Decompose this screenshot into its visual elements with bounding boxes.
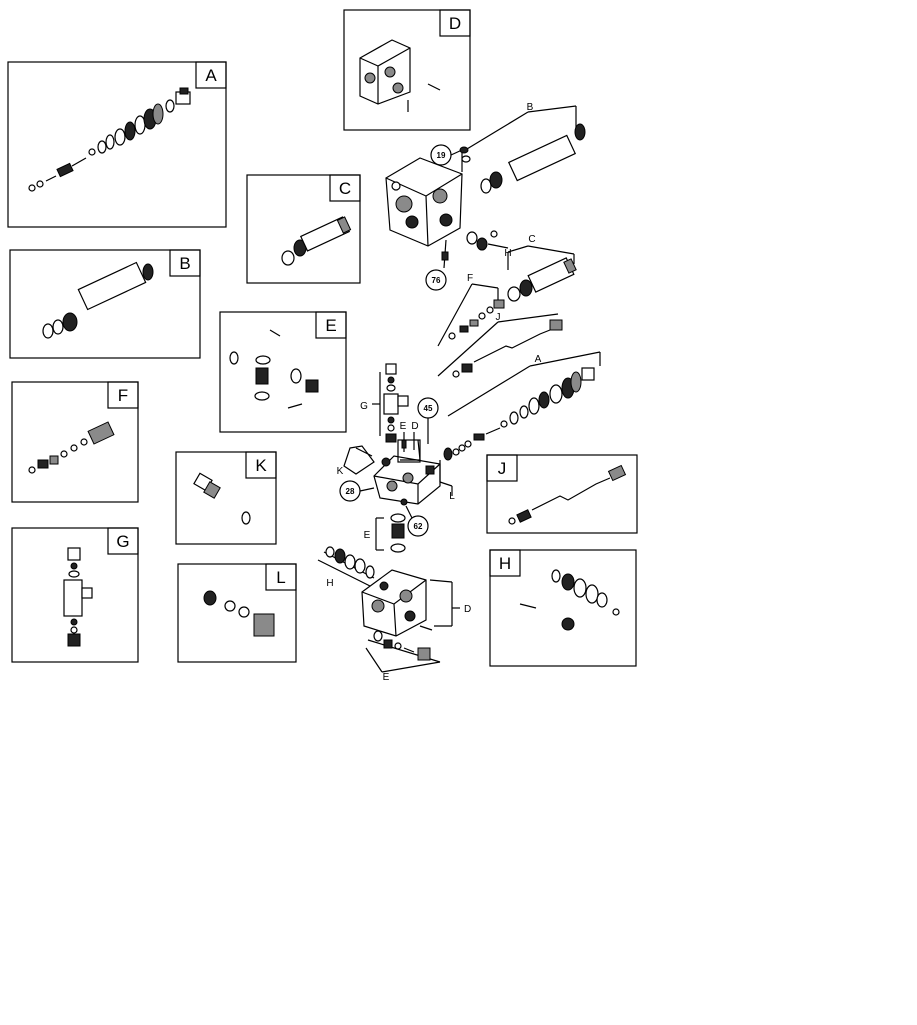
- kit-f-parts: [28, 421, 115, 474]
- panel-j: J: [486, 454, 638, 534]
- leader-label-a: A: [535, 354, 542, 365]
- kit-d-lower: D: [419, 579, 471, 631]
- leader-label-c: C: [528, 234, 535, 245]
- leader-label-e-mid: E: [400, 421, 407, 432]
- kit-j-leader: J: [437, 312, 563, 378]
- leader-label-d-mid: D: [411, 421, 418, 432]
- panel-label-d: D: [449, 14, 461, 33]
- kit-h-lower: H: [317, 546, 375, 589]
- callout-76: 76: [425, 239, 449, 291]
- kit-j-parts: [508, 464, 627, 525]
- kit-g-leader: G: [360, 363, 409, 443]
- leader-label-b: B: [527, 102, 534, 113]
- panel-a: A: [7, 61, 227, 228]
- kit-f-leader: F: [437, 273, 505, 347]
- kit-e-lower: E: [364, 513, 406, 553]
- panel-label-l: L: [276, 568, 285, 587]
- svg-text:45: 45: [424, 404, 433, 413]
- svg-text:19: 19: [437, 151, 446, 160]
- kit-l-leader: L: [439, 444, 466, 502]
- svg-text:28: 28: [346, 487, 355, 496]
- panel-label-j: J: [498, 459, 507, 478]
- kit-a-leader: A: [447, 351, 601, 448]
- leader-label-h-lower: H: [326, 578, 333, 589]
- kit-k-parts: [193, 472, 251, 525]
- manifold-block: [373, 439, 441, 505]
- callout-19: 19: [430, 144, 471, 166]
- panel-f: F: [11, 381, 139, 503]
- panel-k: K: [175, 451, 277, 545]
- leader-label-g: G: [360, 401, 368, 412]
- kit-b-leader: B: [461, 102, 586, 194]
- kit-b-parts: [42, 261, 154, 339]
- panel-label-a: A: [205, 66, 217, 85]
- leader-label-f: F: [467, 273, 473, 284]
- svg-text:76: 76: [432, 276, 441, 285]
- kit-h-upper: H: [466, 230, 512, 259]
- panel-c: C: [246, 174, 361, 284]
- kit-e-bottom: E: [365, 630, 441, 683]
- leader-label-e-lower: E: [364, 530, 371, 541]
- panel-d: D: [343, 9, 471, 131]
- panel-e: E: [219, 311, 347, 433]
- panel-h: H: [489, 549, 637, 667]
- kit-k-leader: K: [337, 445, 375, 477]
- panel-b: B: [9, 249, 201, 359]
- panel-label-h: H: [499, 554, 511, 573]
- panel-label-k: K: [255, 456, 267, 475]
- kit-c-leader: C: [507, 234, 577, 302]
- panel-g: G: [11, 527, 139, 663]
- leader-label-d-lower: D: [464, 604, 471, 615]
- kit-l-parts: [203, 590, 275, 637]
- panel-label-g: G: [116, 532, 129, 551]
- callout-28: 28: [339, 480, 375, 502]
- leader-label-l: L: [449, 491, 455, 502]
- panel-label-f: F: [118, 386, 128, 405]
- svg-text:62: 62: [414, 522, 423, 531]
- kit-d-parts: [359, 39, 441, 112]
- callout-45: 45: [417, 397, 439, 444]
- lower-pump-head: [361, 569, 427, 637]
- leader-label-k: K: [337, 466, 344, 477]
- kit-a-parts: [28, 87, 191, 192]
- leader-label-e-bottom: E: [383, 672, 390, 683]
- kit-e-parts: [229, 329, 319, 409]
- kit-g-parts: [63, 547, 93, 647]
- panel-label-e: E: [325, 316, 336, 335]
- panel-label-b: B: [179, 254, 190, 273]
- leader-label-j: J: [496, 312, 501, 323]
- kit-h-parts: [519, 569, 620, 631]
- upper-pump-head: [385, 157, 463, 247]
- kit-ed-mid-leader: E D: [400, 421, 419, 452]
- kit-c-parts: [281, 216, 352, 266]
- main-assembly: B 19 H 76: [317, 102, 601, 683]
- panel-label-c: C: [339, 179, 351, 198]
- callout-62: 62: [400, 498, 429, 537]
- panel-l: L: [177, 563, 297, 663]
